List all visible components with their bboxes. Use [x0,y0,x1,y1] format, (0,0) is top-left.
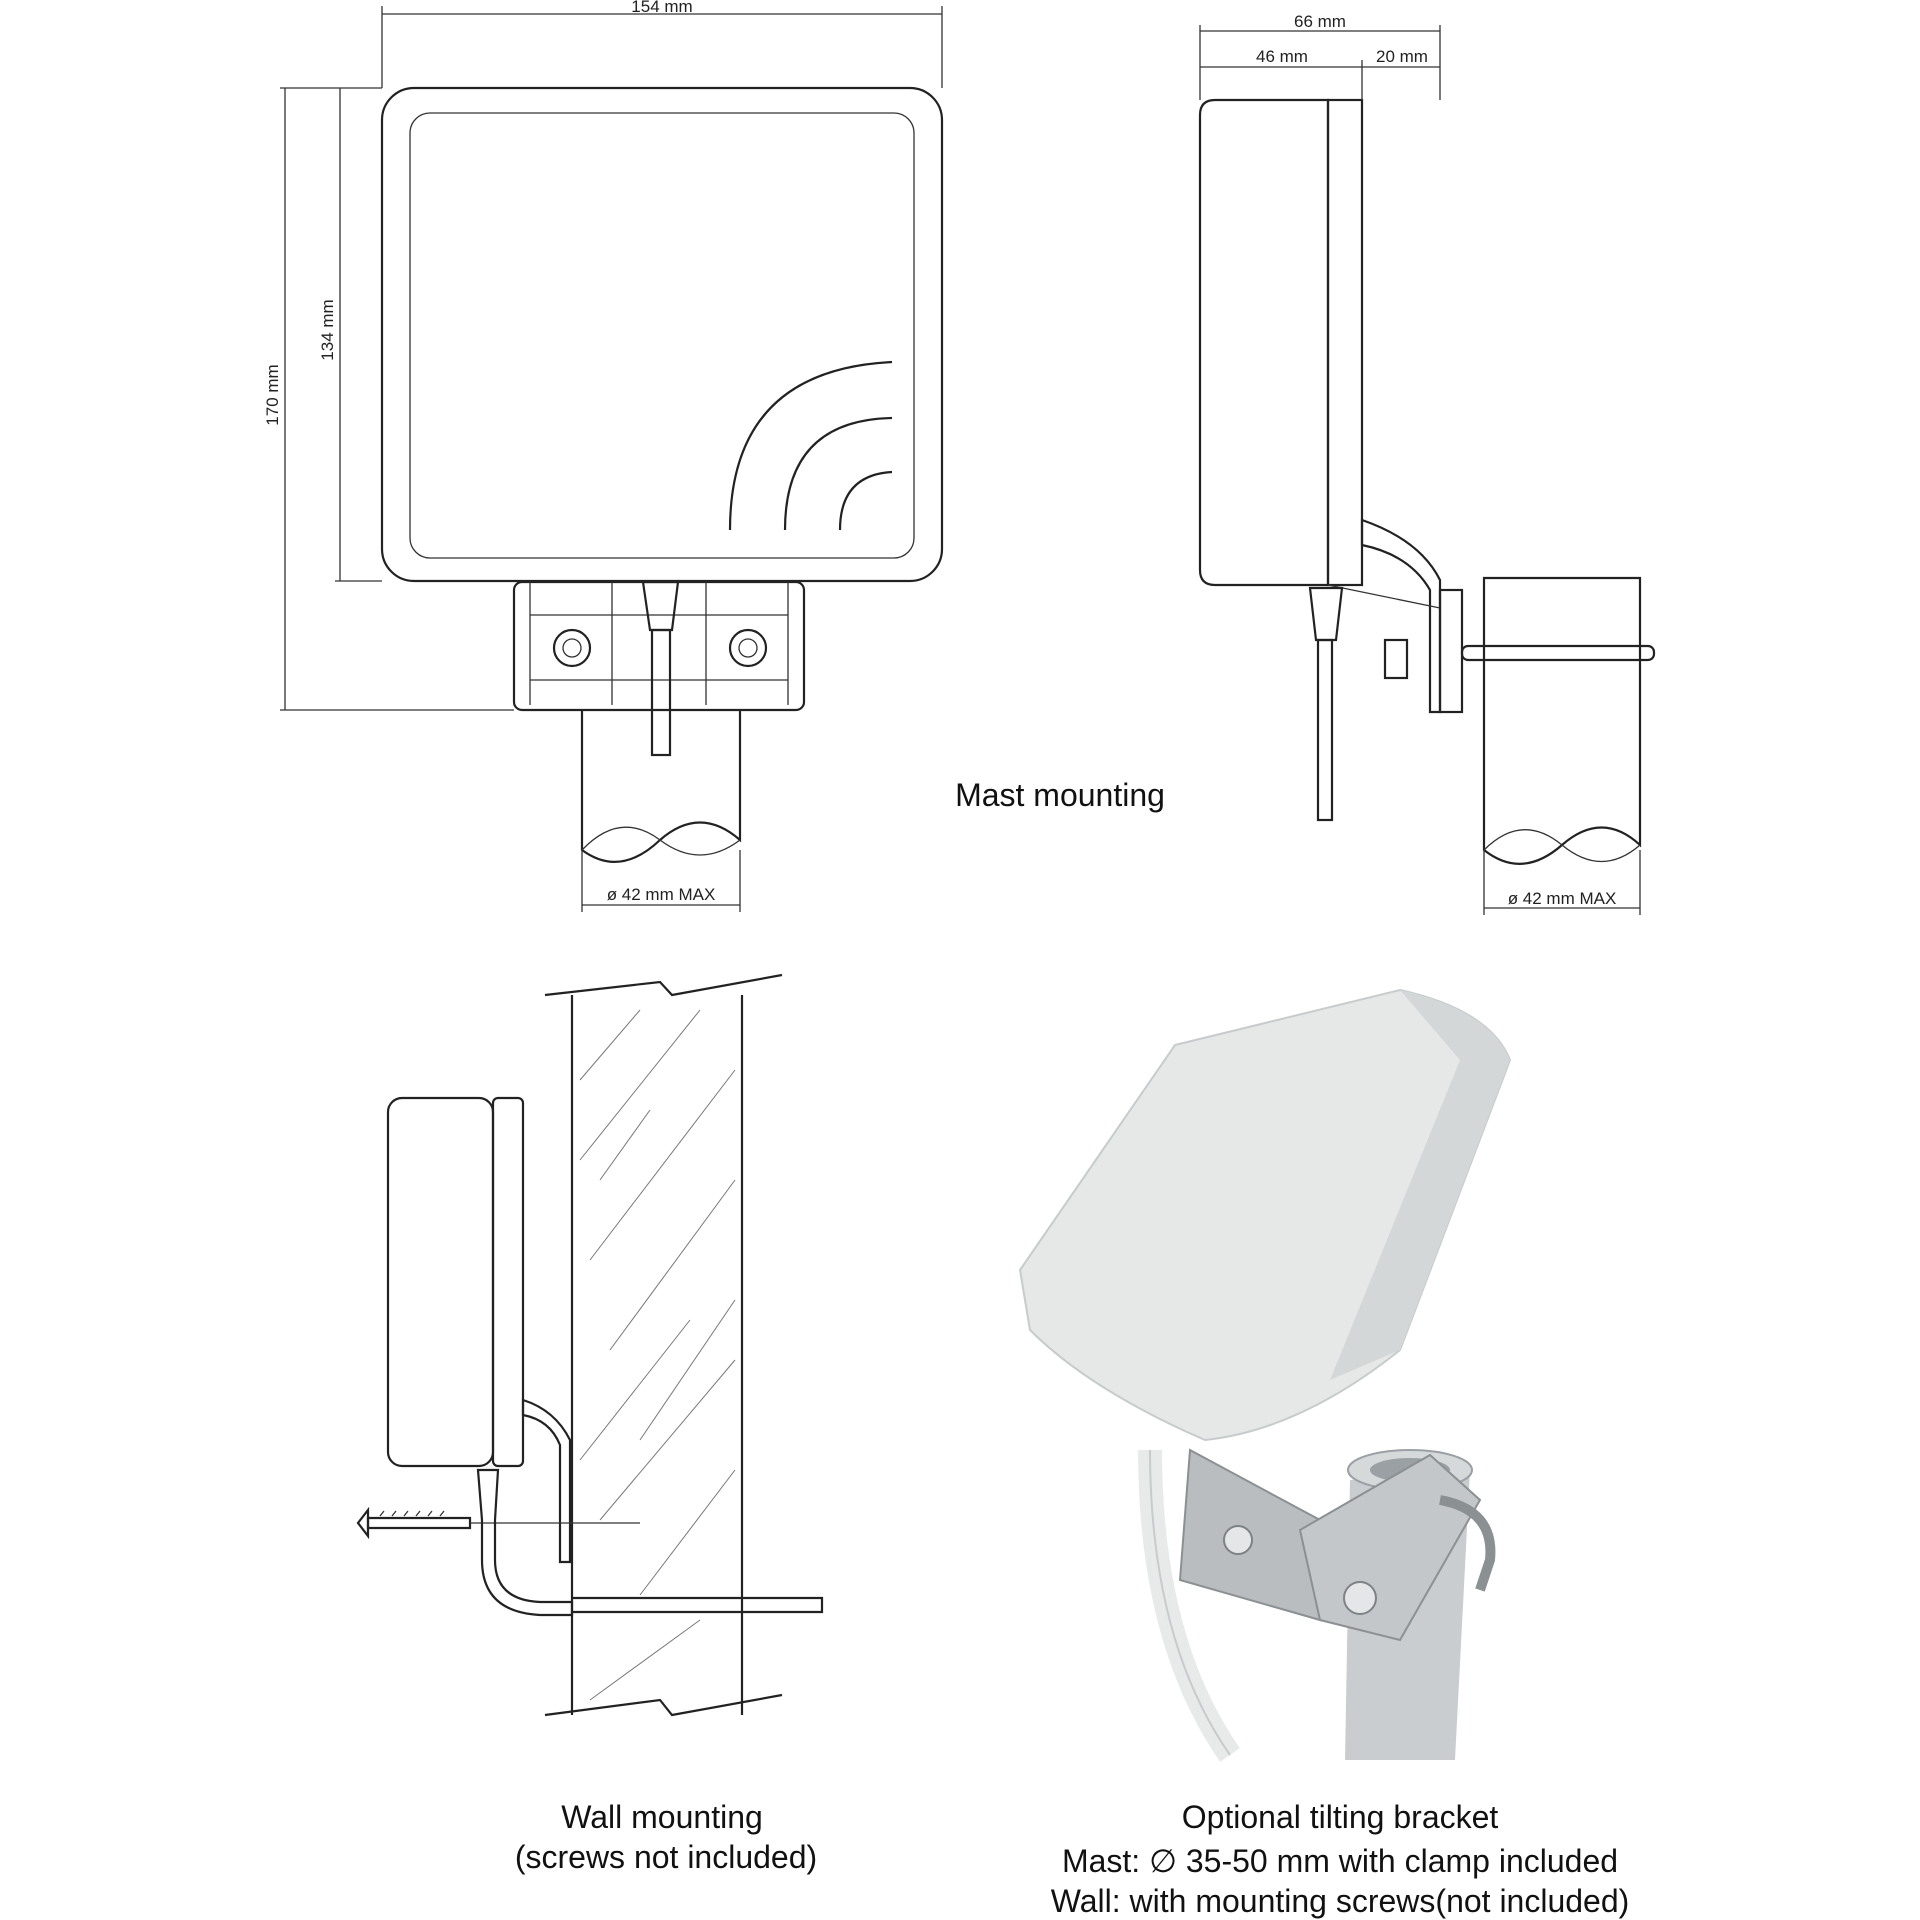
caption-wall-mounting-note: (screws not included) [515,1839,817,1875]
photo-bolt-right [1343,1581,1377,1615]
signal-arc-outer [728,360,893,531]
front-bolt-right [728,628,768,668]
side-cable [1316,638,1334,822]
side-clamp-rod [1460,644,1656,662]
wall-hatching [579,1009,736,1701]
side-nut [1383,638,1409,680]
caption-tilting-mast: Mast: ∅ 35-50 mm with clamp included [1062,1843,1618,1879]
front-mast [580,710,742,863]
dim-side-mast: ø 42 mm MAX [1508,889,1617,908]
wall-antenna-base [491,1096,525,1468]
front-view: 154 mm 170 mm 134 mm ø 42 mm MAX [263,0,944,912]
wall-antenna-housing [386,1096,495,1468]
signal-arc-inner [838,470,893,531]
signal-arc-middle [783,416,893,531]
caption-wall-mounting-title: Wall mounting [561,1799,763,1835]
photo-clamp [1438,1495,1496,1592]
caption-tilting-title: Optional tilting bracket [1182,1799,1499,1835]
photo-bolt-left [1223,1525,1253,1555]
side-view: 66 mm 46 mm 20 mm ø 42 mm MAX [1198,12,1656,915]
dim-side-depth-bracket: 20 mm [1376,47,1428,66]
front-bolt-left [552,628,592,668]
wall-bracket [521,1398,572,1564]
wall-screw [366,1516,472,1530]
wall-shelf [572,1596,824,1614]
caption-tilting-wall: Wall: with mounting screws(not included) [1051,1883,1630,1919]
dim-side-depth-total: 66 mm [1294,12,1346,31]
dim-side-depth-panel: 46 mm [1256,47,1308,66]
dim-front-height-panel: 134 mm [318,299,337,360]
front-cable-connector [641,580,680,632]
wall-section [570,995,744,1605]
dim-front-mast: ø 42 mm MAX [607,885,716,904]
side-mast [1482,576,1642,865]
side-clamp-plate [1438,588,1464,714]
caption-mast-mounting: Mast mounting [955,777,1165,813]
wall-cable [476,1468,574,1617]
tilting-bracket-illustration [1018,988,1512,1762]
front-cable [650,628,672,757]
front-bracket [512,580,806,712]
front-panel-outer [380,86,944,583]
side-cable-connector [1308,586,1344,642]
dim-front-width: 154 mm [631,0,692,16]
front-panel-inner [409,112,915,559]
wall-mounting-view [356,973,824,1717]
side-housing [1198,98,1330,587]
side-base [1326,98,1364,587]
dim-front-height-total: 170 mm [263,364,282,425]
side-bracket [1360,518,1442,714]
photo-panel-side [1330,990,1510,1380]
